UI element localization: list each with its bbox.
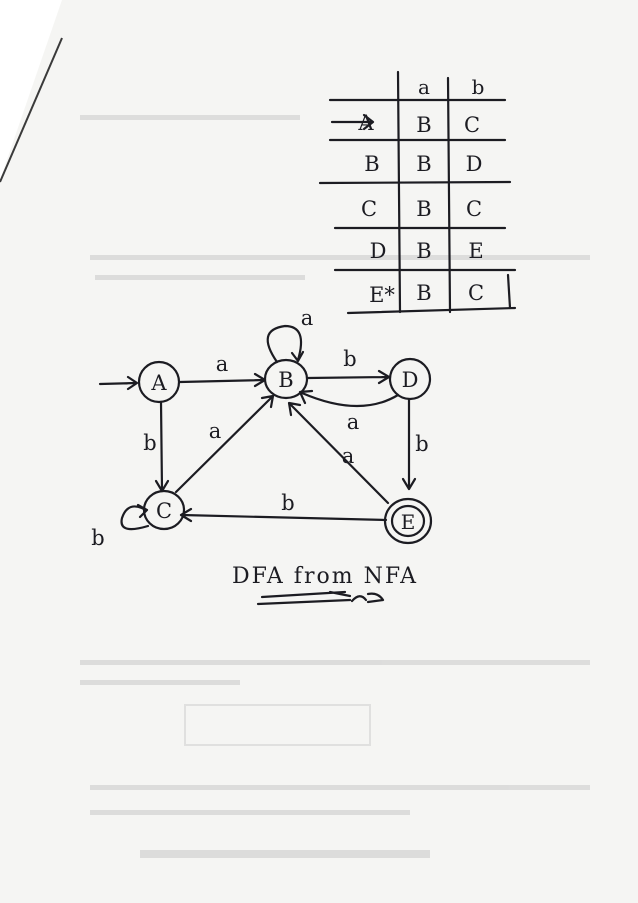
state-label-a: A [150, 371, 167, 395]
page-corner [0, 0, 62, 180]
table-bottom-line [346, 306, 517, 315]
edge-label-d-e: b [415, 432, 428, 456]
state-label-b: B [278, 368, 293, 392]
transition-table: a b A B C B B D C B C D B E E* B C [318, 70, 517, 315]
edge-c-to-b [174, 394, 275, 494]
edge-label-c-b: a [209, 419, 222, 443]
table-cell-b: C [468, 281, 484, 305]
edge-label-e-b: a [342, 444, 355, 468]
caption-scribble-icon [350, 592, 385, 604]
table-cell-a: B [416, 113, 431, 137]
state-node-c [142, 489, 186, 531]
table-row-state: B [364, 152, 379, 176]
start-arrow-icon [98, 375, 139, 391]
state-label-d: D [402, 368, 419, 392]
state-node-d [388, 357, 432, 401]
table-column-line [396, 70, 402, 314]
table-header-b: b [472, 75, 485, 99]
table-cell-b: C [464, 113, 480, 137]
state-node-b [263, 358, 309, 400]
start-state-arrow-icon [330, 113, 375, 131]
dfa-diagram: A B C D E a b a b a b a b a b [91, 306, 433, 550]
edge-e-to-c [179, 507, 388, 523]
self-loop-b [266, 324, 305, 364]
edge-d-to-e [401, 398, 417, 491]
edge-e-to-b [287, 401, 390, 505]
state-node-e-outer [383, 497, 433, 545]
state-node-e-inner [390, 504, 426, 538]
edge-label-a-b: a [216, 352, 229, 376]
edge-label-d-b: a [347, 410, 360, 434]
table-row-state: C [361, 197, 377, 221]
self-loop-c [120, 503, 150, 531]
page-edge-line [0, 37, 63, 183]
edge-label-e-c: b [281, 491, 294, 515]
table-row-state: E* [369, 283, 395, 307]
state-label-e: E [401, 510, 416, 534]
edge-label-c-c: b [91, 526, 104, 550]
table-cell-a: B [416, 239, 431, 263]
table-cell-a: B [416, 197, 431, 221]
table-column-line [446, 76, 452, 314]
table-column-line [506, 273, 512, 310]
table-row-line [318, 180, 512, 185]
edge-label-a-c: b [143, 431, 156, 455]
table-header-a: a [418, 75, 430, 99]
diagram-caption: DFA from NFA [232, 564, 418, 589]
table-cell-b: C [466, 197, 482, 221]
state-label-c: C [156, 499, 172, 523]
edge-label-b-b: a [301, 306, 314, 330]
table-row-state: D [370, 239, 387, 263]
table-cell-b: E [468, 239, 483, 263]
table-cell-b: D [466, 152, 483, 176]
edge-label-b-d: b [343, 347, 356, 371]
table-cell-a: B [416, 152, 431, 176]
table-row-state: A [357, 111, 374, 135]
table-cell-a: B [416, 281, 431, 305]
caption-underline [256, 590, 352, 606]
state-node-a [137, 360, 181, 404]
bleed-through-text [80, 115, 590, 858]
